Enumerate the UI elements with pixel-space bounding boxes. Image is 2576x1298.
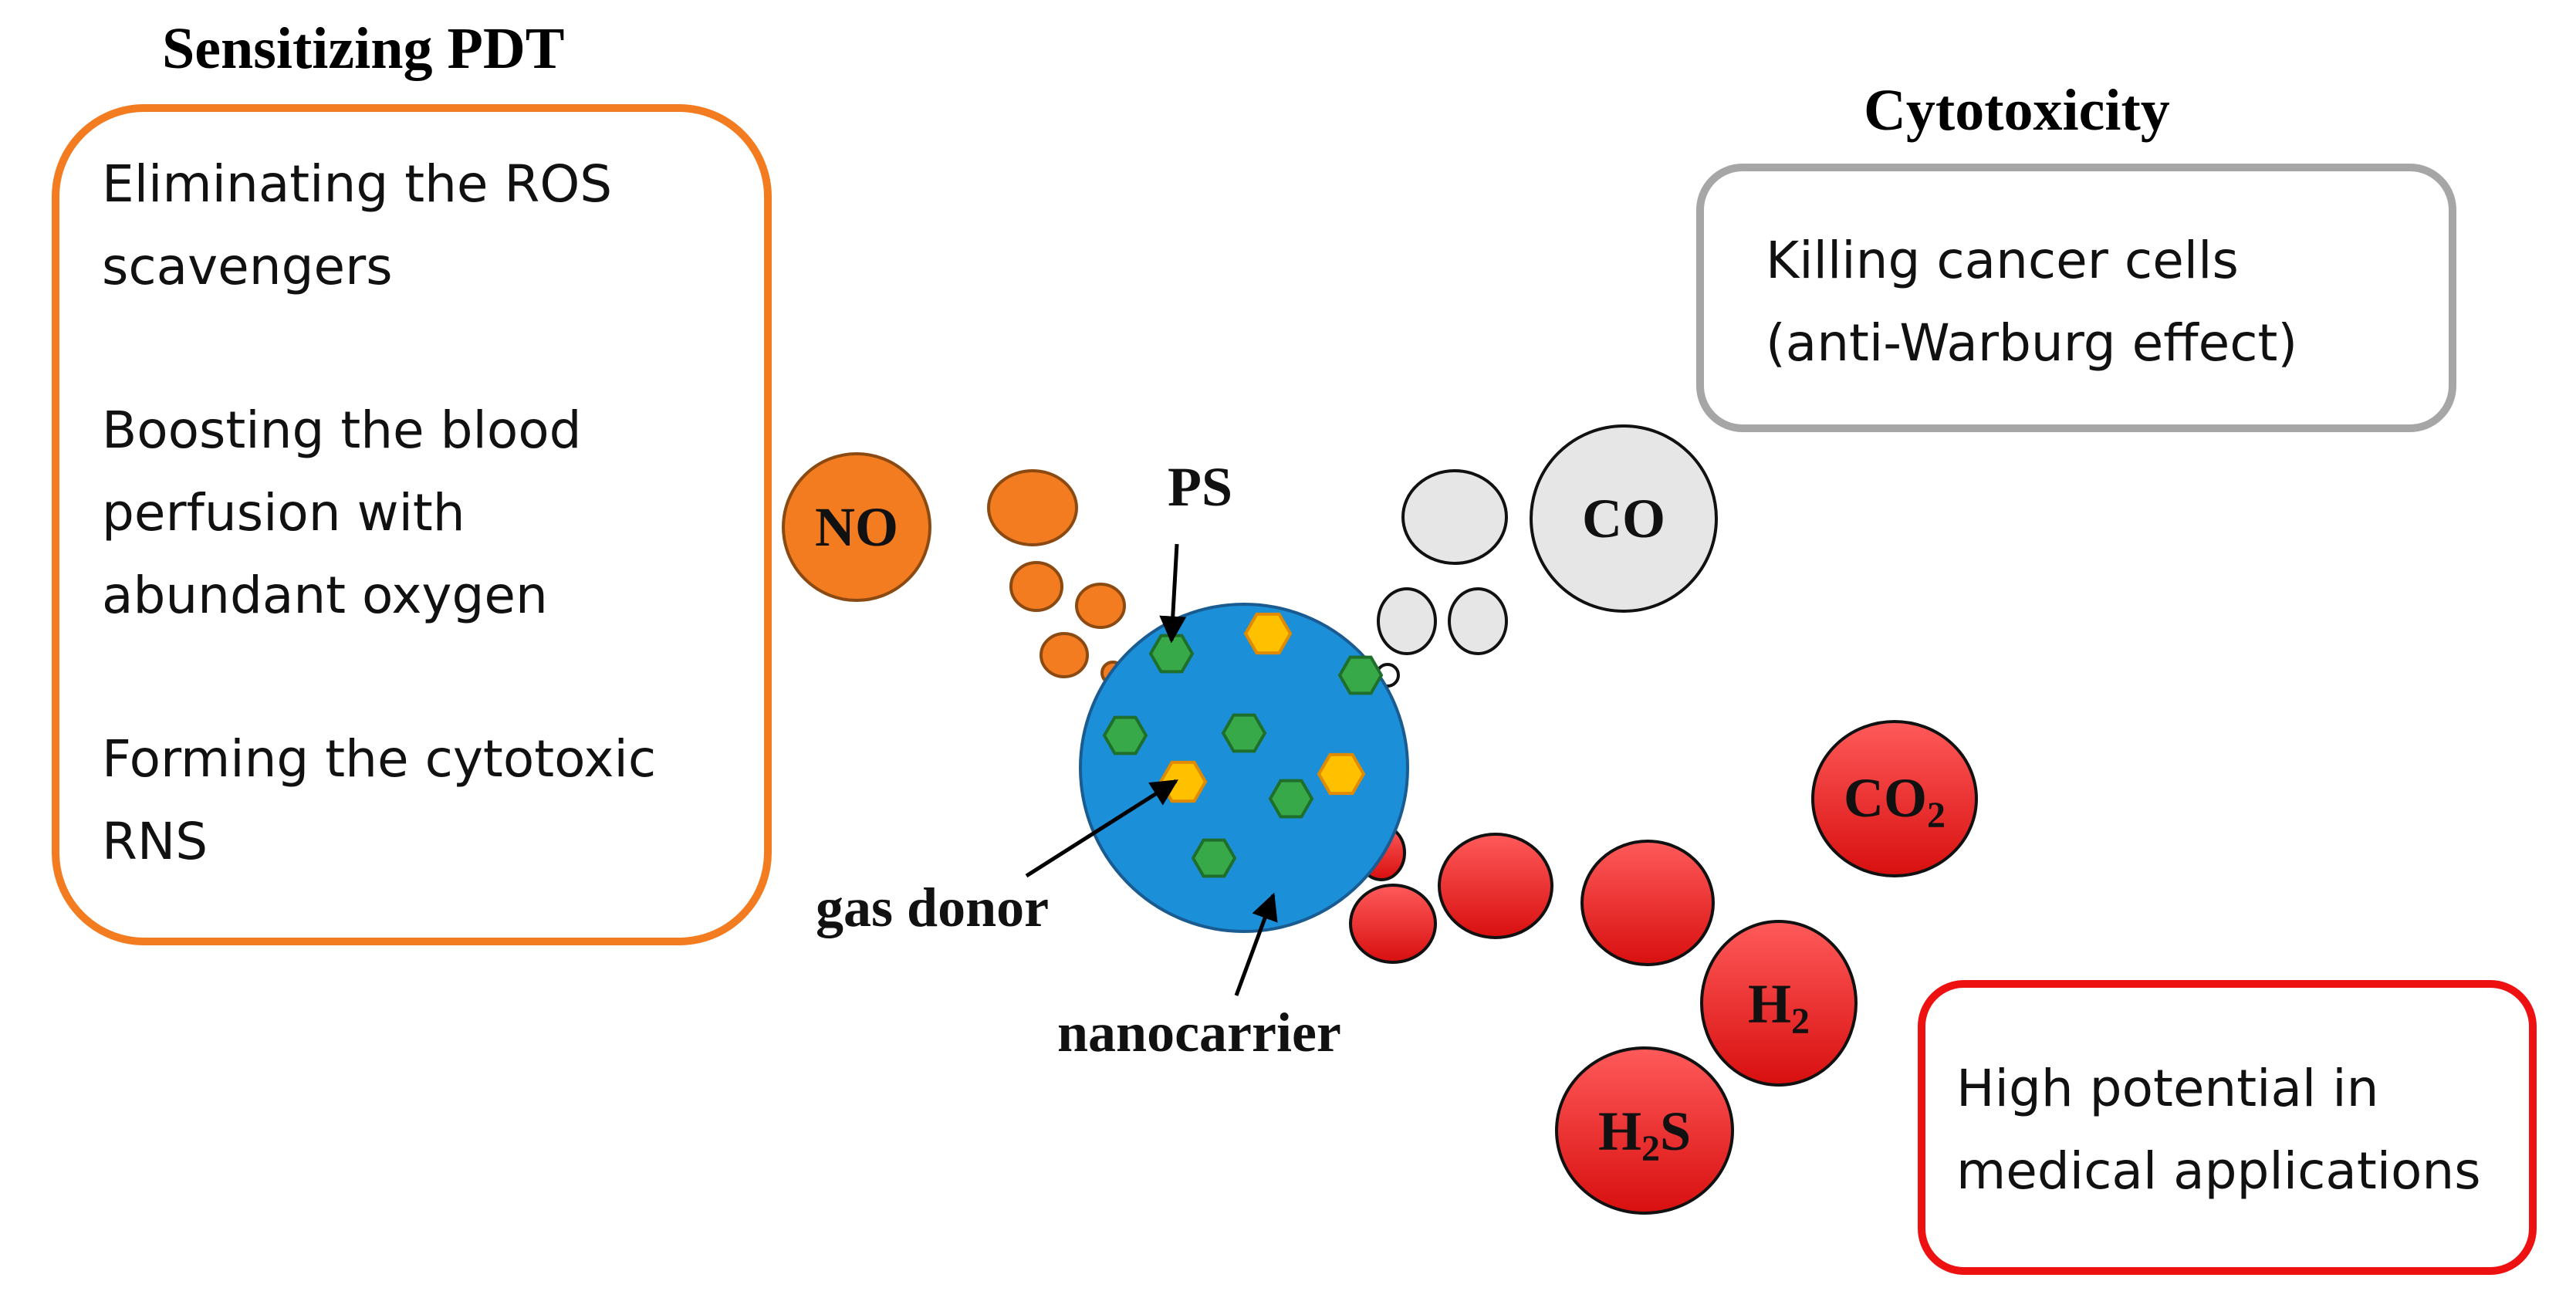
- no-bubble: [1009, 561, 1063, 612]
- cytotoxicity-heading: Cytotoxicity: [1864, 78, 2170, 143]
- co2-label-base: CO: [1844, 767, 1927, 829]
- gas-donor-arrow: [1025, 779, 1178, 878]
- ps-hexagon: [1102, 715, 1148, 755]
- h2-bubble: [1700, 920, 1858, 1087]
- sensitizing-pdt-box: [52, 104, 772, 945]
- co-gas-bubbles: [1375, 424, 1718, 688]
- cytotoxicity-text: Killing cancer cells (anti-Warburg effec…: [1766, 219, 2297, 384]
- co-bubble: [1377, 587, 1437, 655]
- red-gas-bubbles: [1315, 720, 1978, 1215]
- gas-donor-hexagon: [1158, 760, 1208, 803]
- gas-donor-hexagon: [1317, 752, 1366, 796]
- no-bubble: [987, 469, 1078, 546]
- h2-label: H2: [1748, 973, 1810, 1042]
- cytotoxicity-line: Killing cancer cells: [1766, 231, 2239, 290]
- sensitizing-pdt-heading: Sensitizing PDT: [162, 16, 565, 81]
- nanocarrier-sphere: [1079, 603, 1409, 933]
- cytotoxicity-line: (anti-Warburg effect): [1766, 313, 2298, 373]
- medical-applications-box: [1918, 980, 2537, 1275]
- h2-label-sub: 2: [1791, 1001, 1810, 1042]
- pdt-item-blood-line: Boosting the blood: [102, 401, 582, 460]
- red-bubble: [1438, 833, 1553, 939]
- h2s-label-sub: 2: [1641, 1128, 1660, 1169]
- co-bubble: [1448, 587, 1508, 655]
- no-bubble: [1040, 632, 1089, 678]
- nanocarrier-arrow: [1234, 892, 1278, 996]
- pdt-item-rns: Forming the cytotoxic RNS: [102, 718, 656, 883]
- h2s-bubble: [1555, 1046, 1734, 1215]
- no-bubble-main: [782, 452, 931, 602]
- ps-hexagon: [1191, 838, 1237, 878]
- ps-arrow: [1159, 543, 1187, 644]
- pdt-item-blood-line: perfusion with: [102, 483, 465, 543]
- medical-line: medical applications: [1956, 1141, 2481, 1201]
- pdt-item-ros: Eliminating the ROS scavengers: [102, 143, 612, 308]
- no-label: NO: [815, 496, 898, 558]
- gas-donor-hexagon: [1243, 612, 1293, 655]
- cytotoxicity-box: [1696, 164, 2456, 432]
- medical-applications-text: High potential in medical applications: [1956, 1047, 2481, 1212]
- h2s-label-base: H: [1598, 1100, 1641, 1162]
- co2-label: CO2: [1844, 767, 1946, 836]
- pdt-item-rns-line: Forming the cytotoxic: [102, 729, 657, 789]
- h2s-label-tail: S: [1660, 1100, 1691, 1162]
- no-bubble: [1075, 583, 1126, 629]
- co-bubble-main: [1530, 424, 1718, 613]
- pdt-item-ros-line: scavengers: [102, 237, 393, 296]
- ps-label: PS: [1168, 456, 1232, 518]
- ps-hexagon: [1148, 634, 1195, 674]
- gas-donor-label: gas donor: [816, 877, 1049, 938]
- co2-label-sub: 2: [1927, 795, 1946, 836]
- label-arrows: [1025, 543, 1278, 996]
- ps-hexagon: [1337, 655, 1384, 695]
- nanocarrier-particle: [1079, 603, 1409, 933]
- pdt-item-blood-perfusion: Boosting the blood perfusion with abunda…: [102, 389, 582, 637]
- pdt-item-blood-line: abundant oxygen: [102, 566, 548, 625]
- pdt-item-rns-line: RNS: [102, 812, 208, 871]
- no-gas-bubbles: [782, 452, 1126, 685]
- h2-label-base: H: [1748, 973, 1791, 1035]
- pdt-item-ros-line: Eliminating the ROS: [102, 154, 613, 214]
- ps-hexagon: [1268, 779, 1314, 819]
- co2-bubble: [1811, 720, 1978, 877]
- medical-line: High potential in: [1956, 1059, 2379, 1118]
- co-label: CO: [1582, 488, 1665, 549]
- co-bubble: [1401, 469, 1508, 565]
- nanocarrier-label: nanocarrier: [1057, 1002, 1341, 1063]
- h2s-label: H2S: [1598, 1100, 1691, 1169]
- red-bubble: [1349, 884, 1437, 964]
- red-bubble: [1580, 840, 1715, 966]
- ps-hexagon: [1221, 713, 1267, 753]
